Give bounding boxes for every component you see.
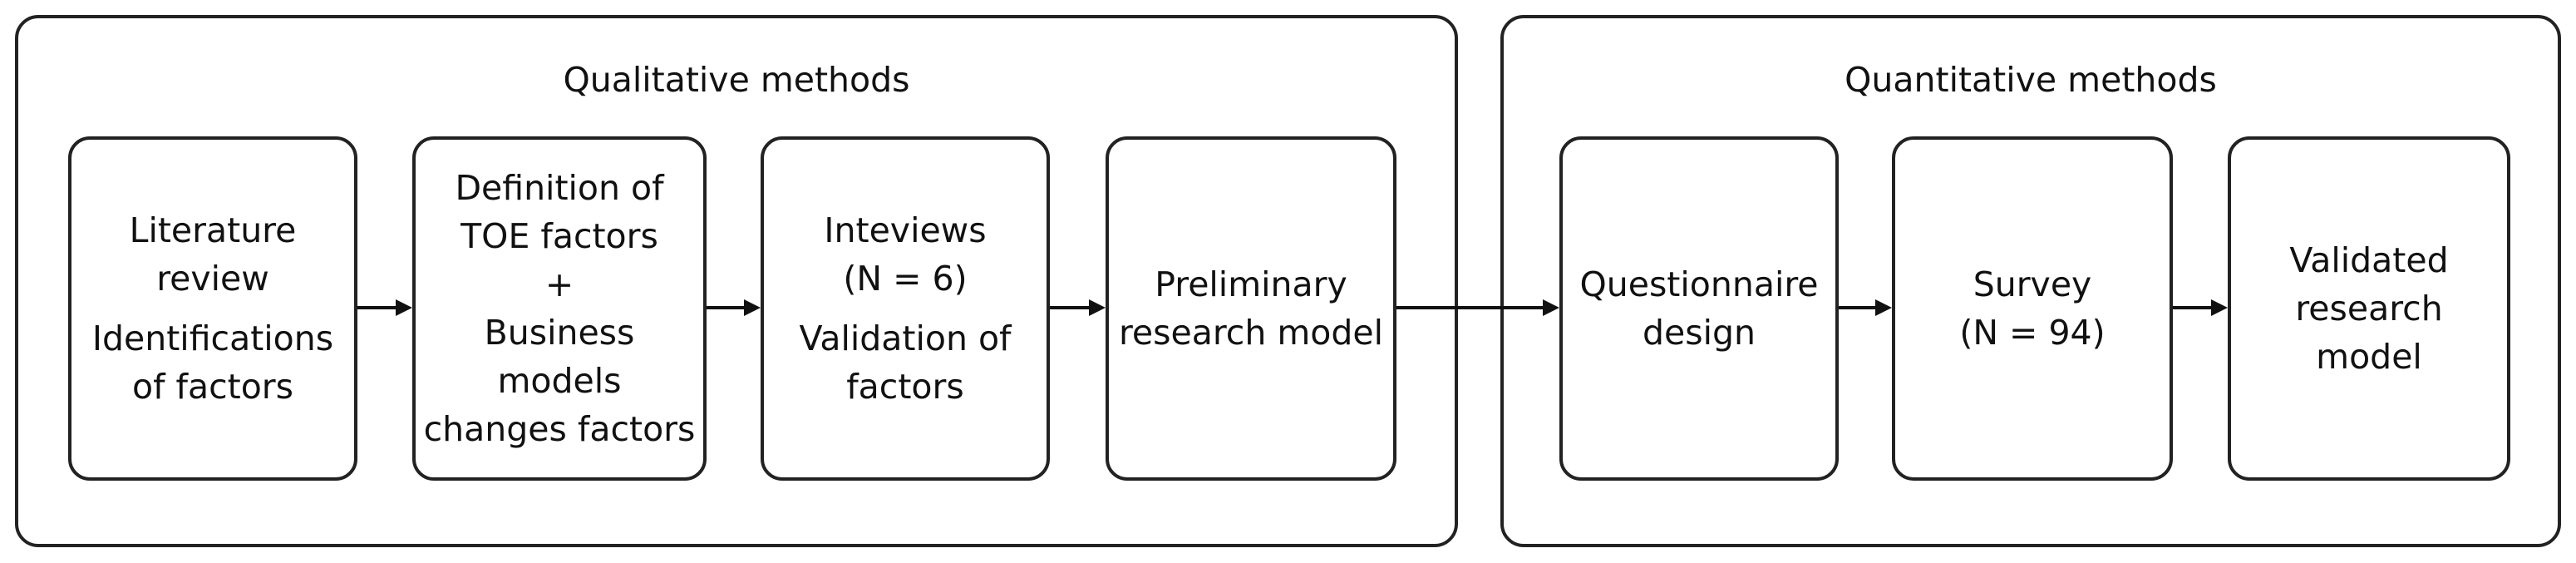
- literature-line-2: review: [156, 259, 269, 299]
- identification-line-1: Identifications: [91, 319, 334, 358]
- validation-line-1: Validation of: [799, 319, 1012, 358]
- definition-factors-box: Definition of TOE factors + Business mod…: [412, 136, 707, 481]
- definition-line-1: Definition of: [455, 168, 664, 208]
- preliminary-line-2: research model: [1118, 313, 1384, 353]
- preliminary-model-box: Preliminary research model: [1106, 136, 1396, 481]
- validated-line-3: model: [2316, 337, 2422, 377]
- definition-line-4: Business: [484, 313, 635, 353]
- definition-line-3: +: [544, 264, 574, 304]
- definition-line-6: changes factors: [423, 409, 696, 449]
- validated-model-box: Validated research model: [2228, 136, 2510, 481]
- questionnaire-line-2: design: [1642, 313, 1756, 353]
- interviews-line-2: (N = 6): [843, 259, 968, 299]
- literature-line-1: Literature: [129, 210, 297, 250]
- identification-line-2: of factors: [131, 367, 294, 407]
- quantitative-methods-title: Quantitative methods: [1845, 60, 2217, 100]
- validated-line-2: research: [2295, 289, 2443, 328]
- interviews-line-1: Inteviews: [824, 210, 987, 250]
- definition-line-5: models: [497, 361, 622, 401]
- preliminary-line-1: Preliminary: [1155, 264, 1347, 304]
- validation-line-2: factors: [846, 367, 964, 407]
- qualitative-methods-title: Qualitative methods: [563, 60, 910, 100]
- survey-line-1: Survey: [1973, 264, 2092, 304]
- definition-line-2: TOE factors: [461, 216, 658, 256]
- literature-review-box: Literature review Identifications of fac…: [68, 136, 357, 481]
- questionnaire-design-box: Questionnaire design: [1559, 136, 1839, 481]
- validated-line-1: Validated: [2289, 240, 2449, 280]
- survey-box: Survey (N = 94): [1892, 136, 2173, 481]
- interviews-box: Inteviews (N = 6) Validation of factors: [761, 136, 1050, 481]
- questionnaire-line-1: Questionnaire: [1579, 264, 1819, 304]
- survey-line-2: (N = 94): [1959, 313, 2106, 353]
